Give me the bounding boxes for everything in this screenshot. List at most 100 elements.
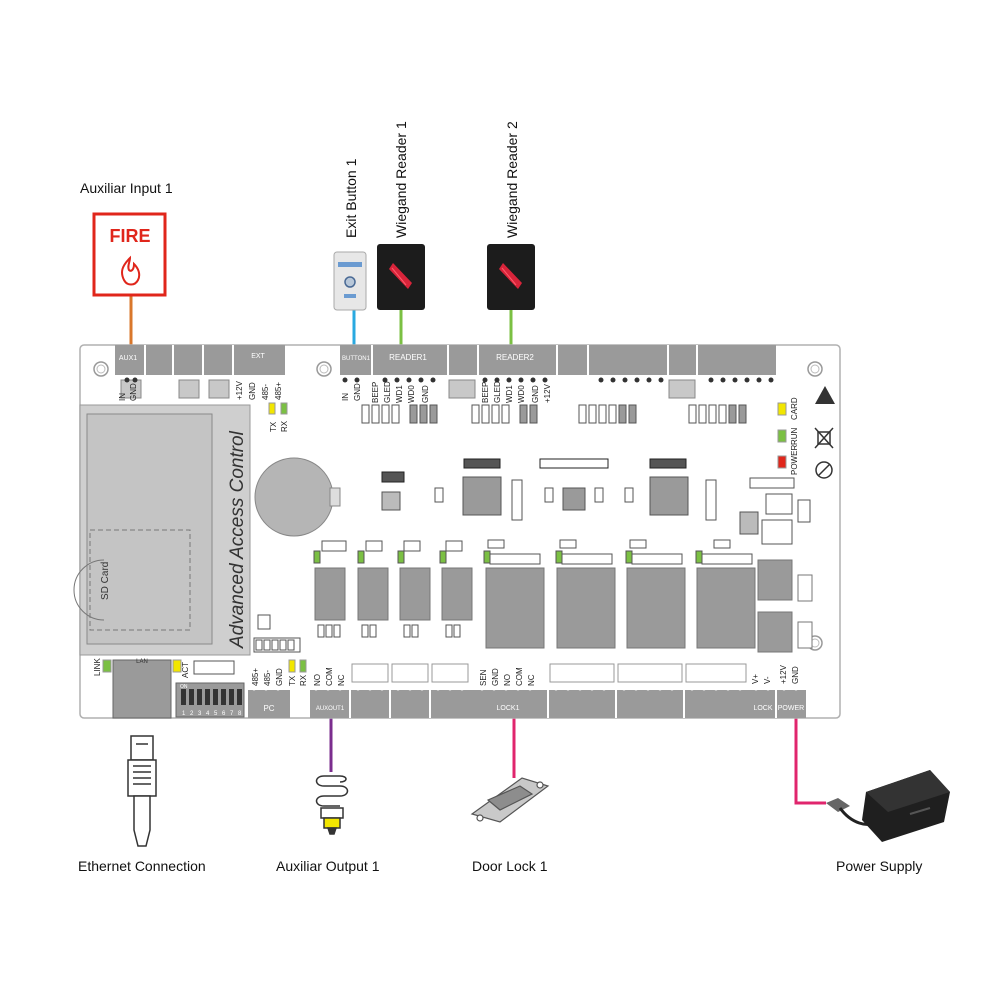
bottom-terminals: PC AUXOUT1 LOCK1 LOCK POWER <box>248 660 806 718</box>
lockpwr-pin-vp: V+ <box>751 674 760 684</box>
aux-input-label: Auxiliar Input 1 <box>80 180 173 196</box>
dip-num-2: 2 <box>190 711 194 717</box>
ext-pin-485m: 485- <box>261 384 270 400</box>
dip-num-3: 3 <box>198 711 202 717</box>
link-led <box>102 659 112 673</box>
tx-led-top <box>268 402 276 415</box>
esd-warning-icon <box>815 386 835 404</box>
r2-pin-gled: GLED <box>493 381 502 403</box>
dip-on-text: ON <box>180 684 188 690</box>
ext-pin-12v: +12V <box>235 380 244 400</box>
r1-pin-wd1: WD1 <box>395 385 404 403</box>
top-terminals: AUX1 EXT BUTTON1 READER1 READER2 <box>115 345 776 400</box>
power-wire <box>794 718 826 805</box>
dip-num-7: 7 <box>230 711 234 717</box>
lock-pin-sen: SEN <box>479 669 488 686</box>
reader2-device <box>487 244 535 310</box>
reader1-header: READER1 <box>389 353 427 362</box>
r1-pin-beep: BEEP <box>371 382 380 403</box>
door-lock-label: Door Lock 1 <box>472 858 548 874</box>
r2-pin-beep: BEEP <box>481 382 490 403</box>
dip-num-4: 4 <box>206 711 210 717</box>
r1-pin-wd0: WD0 <box>407 385 416 403</box>
lan-text: LAN <box>136 659 148 665</box>
auxout-pin-com: COM <box>325 667 334 686</box>
sd-card-text: SD Card <box>100 562 111 600</box>
power-status-label: POWER <box>790 445 799 475</box>
dip-num-8: 8 <box>238 711 242 717</box>
fire-text: FIRE <box>109 226 150 246</box>
aux-pin-gnd: GND <box>129 383 138 401</box>
lock-pin-com: COM <box>515 667 524 686</box>
link-text: LINK <box>93 658 102 676</box>
ethernet-label: Ethernet Connection <box>78 858 206 874</box>
weee-bin-icon <box>814 427 834 449</box>
dip-num-6: 6 <box>222 711 226 717</box>
flame-icon <box>121 255 141 286</box>
mcu-chips <box>462 476 689 516</box>
fire-sensor: FIRE <box>92 212 167 297</box>
aux-pin-in: IN <box>118 393 127 401</box>
power-led <box>777 455 787 469</box>
r2-pin-wd1: WD1 <box>505 385 514 403</box>
act-led <box>172 659 182 673</box>
lock-pin-gnd: GND <box>491 668 500 686</box>
r1-pin-gled: GLED <box>383 381 392 403</box>
auxout-pin-no: NO <box>313 674 322 686</box>
ext-pin-gnd: GND <box>248 382 257 400</box>
lock-pin-no: NO <box>503 674 512 686</box>
r2-pin-wd0: WD0 <box>517 385 526 403</box>
lightbulb-icon <box>315 775 349 835</box>
tx-label-top: TX <box>269 421 278 432</box>
run-status-label: RUN <box>790 427 799 445</box>
chip-row-top <box>381 458 687 483</box>
power-pin-gnd: GND <box>791 666 800 684</box>
power-supply-label: Power Supply <box>836 858 923 874</box>
lock-header: LOCK <box>753 705 772 712</box>
tx-label-bottom: TX <box>288 675 297 686</box>
rx-led-bottom <box>299 659 307 673</box>
pc-pin-gnd: GND <box>275 668 284 686</box>
auxout-pin-nc: NC <box>337 674 346 686</box>
reader1-device <box>377 244 425 310</box>
ext-header: EXT <box>251 353 265 360</box>
aux1-header: AUX1 <box>119 355 137 362</box>
rx-label-top: RX <box>280 420 289 432</box>
button-pin-in: IN <box>341 393 350 401</box>
run-led <box>777 429 787 443</box>
dip-switch[interactable]: ON 1 2 3 4 5 6 7 8 <box>175 682 245 718</box>
dip-num-5: 5 <box>214 711 218 717</box>
r2-pin-gnd: GND <box>531 385 540 403</box>
tx-led-bottom <box>288 659 296 673</box>
pc-pin-485p: 485+ <box>251 668 260 686</box>
lock-pin-nc: NC <box>527 674 536 686</box>
card-status-label: CARD <box>790 397 799 420</box>
lockpwr-pin-vm: V- <box>763 676 772 684</box>
button1-header: BUTTON1 <box>342 356 371 362</box>
power-header: POWER <box>778 705 804 712</box>
card-led <box>777 402 787 416</box>
rx-label-bottom: RX <box>299 674 308 686</box>
pc-header: PC <box>263 704 274 713</box>
rx-led-top <box>280 402 288 415</box>
pc-pin-485m: 485- <box>263 670 272 686</box>
rohs-icon <box>815 461 833 479</box>
board-title: Advanced Access Control <box>227 430 248 649</box>
r2-pin-12v: +12V <box>543 383 552 403</box>
dip-num-1: 1 <box>182 711 186 717</box>
auxout1-header: AUXOUT1 <box>316 706 345 712</box>
lock1-header: LOCK1 <box>497 705 520 712</box>
exit-button-device <box>333 251 367 311</box>
relays <box>314 559 813 653</box>
power-adapter-icon <box>826 770 950 842</box>
ext-pin-485p: 485+ <box>274 382 283 400</box>
ethernet-plug-icon <box>127 735 157 847</box>
aux-output-label: Auxiliar Output 1 <box>276 858 380 874</box>
door-strike-icon <box>470 777 550 823</box>
button-pin-gnd: GND <box>353 383 362 401</box>
r1-pin-gnd: GND <box>421 385 430 403</box>
reader2-header: READER2 <box>496 353 534 362</box>
power-pin-12v: +12V <box>779 664 788 684</box>
act-text: ACT <box>181 662 190 678</box>
